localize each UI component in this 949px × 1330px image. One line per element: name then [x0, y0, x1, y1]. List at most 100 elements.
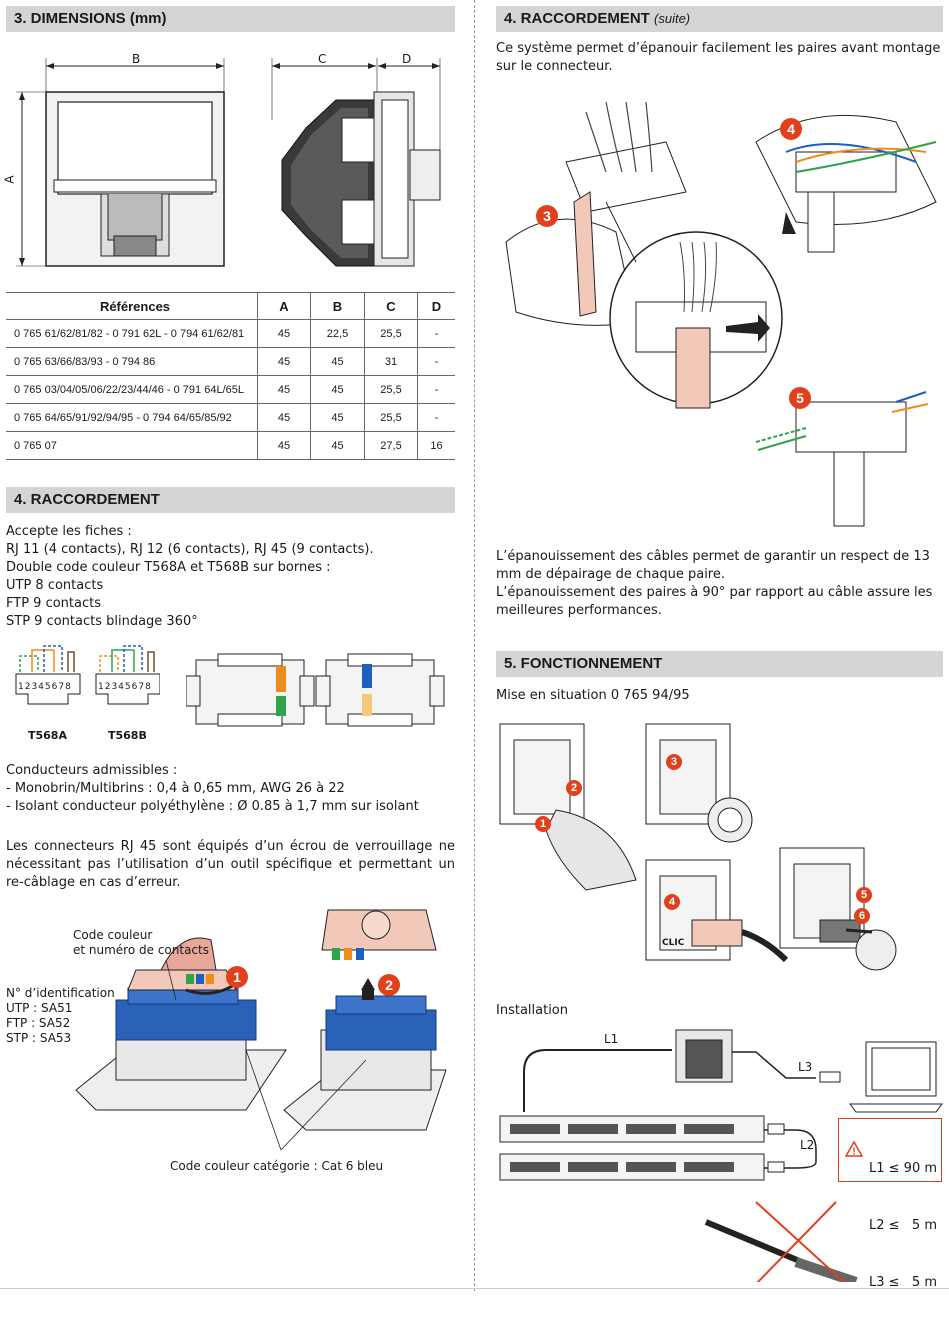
code-couleur-label: Code couleur et numéro de contacts — [73, 928, 209, 958]
table-row: 0 765 61/62/81/82 - 0 791 62L - 0 794 61… — [6, 319, 455, 348]
dimension-label-c: C — [318, 52, 327, 66]
table-cell: 16 — [417, 431, 455, 460]
table-cell: 27,5 — [364, 431, 418, 460]
l2-label: L2 — [800, 1138, 815, 1152]
page-bottom-rule — [0, 1288, 949, 1289]
table-cell: 25,5 — [364, 319, 418, 348]
callout-4: 4 — [780, 118, 802, 140]
mise-en-situation: Mise en situation 0 765 94/95 — [496, 688, 690, 703]
table-cell: 45 — [257, 347, 311, 376]
callout-situation-5: 5 — [856, 887, 872, 903]
column-divider — [474, 0, 475, 1291]
installation-text: Installation — [496, 1002, 943, 1020]
warning-icon: ! — [845, 1141, 863, 1157]
clic-label: CLIC — [662, 938, 685, 948]
conducteurs-line-1: - Monobrin/Multibrins : 0,4 à 0,65 mm, A… — [6, 781, 345, 796]
section-title: 5. FONCTIONNEMENT — [504, 655, 663, 672]
code-couleur-line-1: Code couleur — [73, 928, 153, 942]
table-header-row: Références A B C D — [6, 292, 455, 320]
dimension-label-a: A — [2, 175, 17, 184]
ident-utp: UTP : SA51 — [6, 1001, 73, 1015]
fiches-text: Accepte les fiches : RJ 11 (4 contacts),… — [6, 523, 455, 631]
callout-situation-4: 4 — [664, 894, 680, 910]
dimensions-drawing — [16, 58, 441, 267]
limit-l3: L3 ≤ 5 m — [869, 1275, 938, 1290]
length-limits-box: ! L1 ≤ 90 m L2 ≤ 5 m L3 ≤ 5 m — [838, 1118, 942, 1290]
table-row: 0 765 07 45 45 27,5 16 — [6, 431, 455, 460]
dimension-label-b: B — [132, 52, 141, 66]
usage-illustration — [499, 723, 897, 971]
table-header-cell: Références — [6, 292, 258, 320]
table-cell: 45 — [310, 403, 365, 432]
table-header-cell: B — [310, 292, 365, 320]
table-cell: - — [417, 347, 455, 376]
table-cell: - — [417, 375, 455, 404]
svg-text:!: ! — [852, 1147, 855, 1158]
t568b-label: T568B — [108, 729, 147, 742]
dimension-label-d: D — [402, 52, 412, 66]
connector-top-views — [186, 653, 445, 727]
fiches-list: RJ 11 (4 contacts), RJ 12 (6 contacts), … — [6, 542, 374, 557]
ident-title: N° d’identification — [6, 986, 115, 1000]
table-cell: 45 — [257, 431, 311, 460]
l3-label: L3 — [798, 1060, 813, 1074]
callout-situation-2: 2 — [566, 780, 582, 796]
utp-text: UTP 8 contacts — [6, 578, 104, 593]
connector-assembly-illustration — [75, 909, 447, 1151]
section-title-suffix: (suite) — [654, 11, 691, 26]
installation-diagram — [499, 1029, 943, 1282]
fiches-title: Accepte les fiches : — [6, 524, 132, 539]
section-title: 4. RACCORDEMENT — [14, 491, 160, 508]
section-header-fonctionnement: 5. FONCTIONNEMENT — [496, 651, 943, 677]
callout-3: 3 — [536, 205, 558, 227]
table-header-cell: A — [257, 292, 311, 320]
conducteurs-title: Conducteurs admissibles : — [6, 763, 178, 778]
mise-en-situation-text: Mise en situation 0 765 94/95 — [496, 687, 943, 705]
cat6-label: Code couleur catégorie : Cat 6 bleu — [170, 1159, 384, 1173]
references-table: Références A B C D 0 765 61/62/81/82 - 0… — [6, 292, 455, 460]
t568a-label: T568A — [28, 729, 67, 742]
ecrou-paragraph: Les connecteurs RJ 45 sont équipés d’un … — [6, 839, 455, 890]
table-cell: 22,5 — [310, 319, 365, 348]
callout-1: 1 — [226, 966, 248, 988]
table-cell: 45 — [310, 431, 365, 460]
callout-2: 2 — [378, 974, 400, 996]
stp-text: STP 9 contacts blindage 360° — [6, 614, 198, 629]
table-row: 0 765 03/04/05/06/22/23/44/46 - 0 791 64… — [6, 375, 455, 404]
table-cell: 45 — [257, 319, 311, 348]
section-title: 3. DIMENSIONS (mm) — [14, 10, 167, 27]
limits-list: L1 ≤ 90 m L2 ≤ 5 m L3 ≤ 5 m — [869, 1121, 937, 1330]
table-cell: 0 765 03/04/05/06/22/23/44/46 - 0 791 64… — [6, 375, 258, 404]
pin-numbers-b: 12345678 — [98, 682, 152, 692]
double-code: Double code couleur T568A et T568B sur b… — [6, 560, 331, 575]
left-column: 3. DIMENSIONS (mm) — [2, 0, 455, 1291]
l1-label: L1 — [604, 1032, 619, 1046]
intro-paragraph: Ce système permet d’épanouir facilement … — [496, 41, 941, 74]
table-cell: 25,5 — [364, 375, 418, 404]
callout-situation-1: 1 — [535, 816, 551, 832]
table-cell: 0 765 63/66/83/93 - 0 794 86 — [6, 347, 258, 376]
table-cell: 31 — [364, 347, 418, 376]
pin-numbers-a: 12345678 — [18, 682, 72, 692]
limit-l2: L2 ≤ 5 m — [869, 1218, 938, 1233]
installation-title: Installation — [496, 1003, 569, 1018]
spreading-text: L’épanouissement des câbles permet de ga… — [496, 548, 943, 620]
table-cell: - — [417, 319, 455, 348]
table-header-cell: C — [364, 292, 418, 320]
conducteurs-text: Conducteurs admissibles : - Monobrin/Mul… — [6, 762, 455, 816]
callout-situation-3: 3 — [666, 754, 682, 770]
table-cell: 25,5 — [364, 403, 418, 432]
spreading-paragraph-2: L’épanouissement des paires à 90° par ra… — [496, 585, 933, 618]
spreading-paragraph-1: L’épanouissement des câbles permet de ga… — [496, 549, 930, 582]
table-cell: 45 — [257, 375, 311, 404]
table-cell: 0 765 61/62/81/82 - 0 791 62L - 0 794 61… — [6, 319, 258, 348]
code-couleur-line-2: et numéro de contacts — [73, 943, 209, 957]
conducteurs-line-2: - Isolant conducteur polyéthylène : Ø 0.… — [6, 799, 419, 814]
callout-5: 5 — [789, 387, 811, 409]
table-cell: 45 — [310, 347, 365, 376]
right-column: 4. RACCORDEMENT (suite) Ce système perme… — [496, 0, 943, 1291]
table-cell: - — [417, 403, 455, 432]
table-row: 0 765 64/65/91/92/94/95 - 0 794 64/65/85… — [6, 403, 455, 432]
table-cell: 45 — [257, 403, 311, 432]
section-header-dimensions: 3. DIMENSIONS (mm) — [6, 6, 455, 32]
